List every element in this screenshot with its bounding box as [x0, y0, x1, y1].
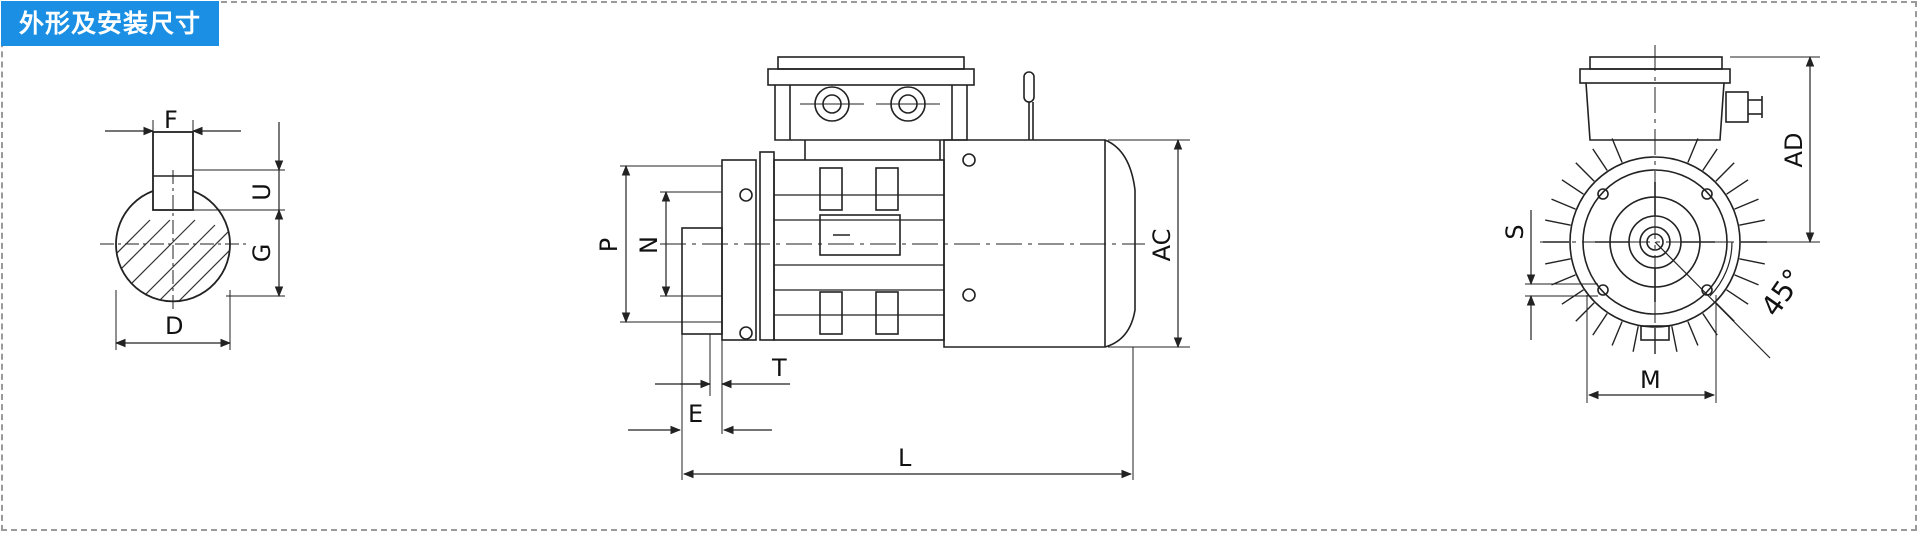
cooling-fin	[1545, 219, 1571, 226]
cooling-fin	[1734, 274, 1759, 286]
angle-leader	[1654, 241, 1771, 359]
terminal-box	[767, 56, 975, 160]
dim-label-m: M	[1640, 366, 1661, 394]
cooling-fin	[1726, 179, 1749, 195]
cooling-fin	[1611, 138, 1623, 163]
bolt-hole	[1597, 188, 1609, 200]
cooling-fin	[1551, 198, 1576, 210]
brake-release-lever	[1023, 71, 1035, 140]
cooling-fin	[1687, 321, 1699, 346]
cooling-fin	[1592, 148, 1608, 171]
cooling-fin	[1561, 289, 1584, 305]
dim-label-d: D	[165, 312, 183, 340]
shaft-section-view	[100, 120, 285, 350]
cooling-fin	[1687, 138, 1699, 163]
motor-side-view	[620, 56, 1190, 480]
end-terminal-box	[1579, 56, 1763, 141]
cooling-fin	[1726, 289, 1749, 305]
cooling-fin	[1632, 326, 1639, 352]
section-title-tag: 外形及安装尺寸	[1, 1, 220, 46]
cooling-fin	[1739, 219, 1765, 226]
brake-housing	[943, 139, 1136, 348]
cooling-fin	[1575, 302, 1595, 322]
nameplate	[819, 214, 901, 256]
cooling-fin	[1715, 162, 1735, 182]
cooling-fin	[1702, 313, 1718, 336]
cooling-fin	[1561, 179, 1584, 195]
dim-label-ac: AC	[1148, 229, 1176, 262]
end-cable-gland	[1725, 91, 1749, 123]
cooling-fin	[1739, 258, 1765, 265]
motor-end-view	[1525, 45, 1820, 403]
cooling-fin	[1545, 258, 1571, 265]
cooling-fin	[1611, 321, 1623, 346]
dim-label-p: P	[595, 238, 623, 252]
dim-label-t: T	[771, 354, 787, 382]
dim-label-n: N	[635, 236, 663, 254]
cooling-fin	[1551, 274, 1576, 286]
cooling-fin	[1575, 162, 1595, 182]
bolt-hole	[1701, 284, 1713, 296]
dim-label-g: G	[248, 244, 276, 263]
cooling-fin	[1592, 313, 1608, 336]
dim-label-l: L	[898, 444, 912, 472]
dim-label-u: U	[248, 183, 276, 201]
shaft-extension	[681, 227, 723, 335]
flange	[721, 159, 757, 341]
dim-label-angle: 45°	[1754, 263, 1810, 323]
dim-label-f: F	[164, 106, 178, 134]
dim-label-s: S	[1501, 224, 1529, 239]
dim-label-e: E	[688, 400, 703, 428]
cooling-fin	[1702, 148, 1718, 171]
bolt-hole	[1701, 188, 1713, 200]
cooling-fin	[1734, 198, 1759, 210]
bolt-hole	[1597, 284, 1609, 296]
dim-label-ad: AD	[1780, 133, 1808, 168]
cooling-fin	[1671, 326, 1678, 352]
motor-body	[773, 159, 945, 341]
